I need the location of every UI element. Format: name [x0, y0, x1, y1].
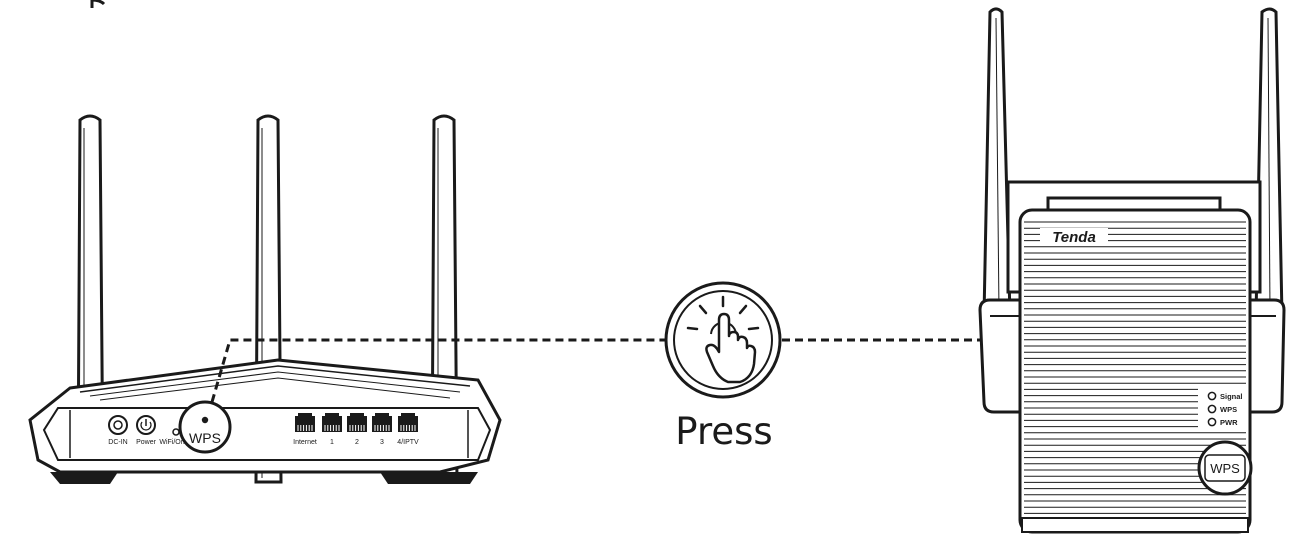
port-label-lan3: 3 — [380, 439, 384, 446]
finger-press-icon — [664, 281, 782, 399]
signal-led: Signal — [1207, 391, 1243, 401]
port-label-wifi-onoff: WiFi/On — [159, 439, 184, 446]
extender-wps-button[interactable]: WPS — [1197, 440, 1253, 496]
ethernet-port-icon — [398, 413, 418, 432]
extender-antenna-right — [1254, 7, 1284, 318]
port-label-lan2: 2 — [355, 439, 359, 446]
wps-led: WPS — [1207, 404, 1237, 414]
port-label-lan4-iptv: 4/IPTV — [397, 439, 419, 446]
router: DC-IN Power WiFi/On Internet 1 2 3 4/IPT… — [28, 114, 502, 484]
port-label-internet: Internet — [293, 439, 317, 446]
extender-brand-plate: Tenda — [1040, 228, 1108, 246]
port-label-dc-in: DC-IN — [108, 439, 127, 446]
extender-front-body — [1018, 208, 1252, 534]
wps-led-label: WPS — [1220, 405, 1237, 414]
press-label: Press — [675, 410, 772, 453]
extender-antenna-left — [982, 7, 1012, 318]
ethernet-ports — [295, 413, 418, 432]
power-button-icon — [136, 415, 156, 435]
router-wps-label: WPS — [189, 430, 221, 446]
ethernet-port-icon — [372, 413, 392, 432]
signal-label: Signal — [1220, 392, 1243, 401]
cropped-heading-fragment — [90, 0, 106, 8]
tenda-logo: Tenda — [1052, 229, 1096, 246]
dc-in-port-icon — [108, 415, 128, 435]
port-label-power: Power — [136, 439, 157, 446]
ethernet-port-icon — [347, 413, 367, 432]
ethernet-port-icon — [322, 413, 342, 432]
wifi-onoff-button-icon — [172, 428, 180, 436]
range-extender: Tenda Signal WPS PWR WPS — [978, 7, 1286, 534]
extender-indicators: Signal WPS PWR — [1198, 388, 1248, 432]
press-action: Press — [664, 281, 782, 453]
router-wps-button[interactable]: WPS — [178, 400, 232, 454]
wps-button-dot-icon — [201, 416, 209, 424]
ethernet-port-icon — [295, 413, 315, 432]
pwr-led: PWR — [1207, 417, 1238, 427]
pwr-label: PWR — [1220, 418, 1238, 427]
extender-wps-label: WPS — [1210, 461, 1240, 476]
port-label-lan1: 1 — [330, 439, 334, 446]
